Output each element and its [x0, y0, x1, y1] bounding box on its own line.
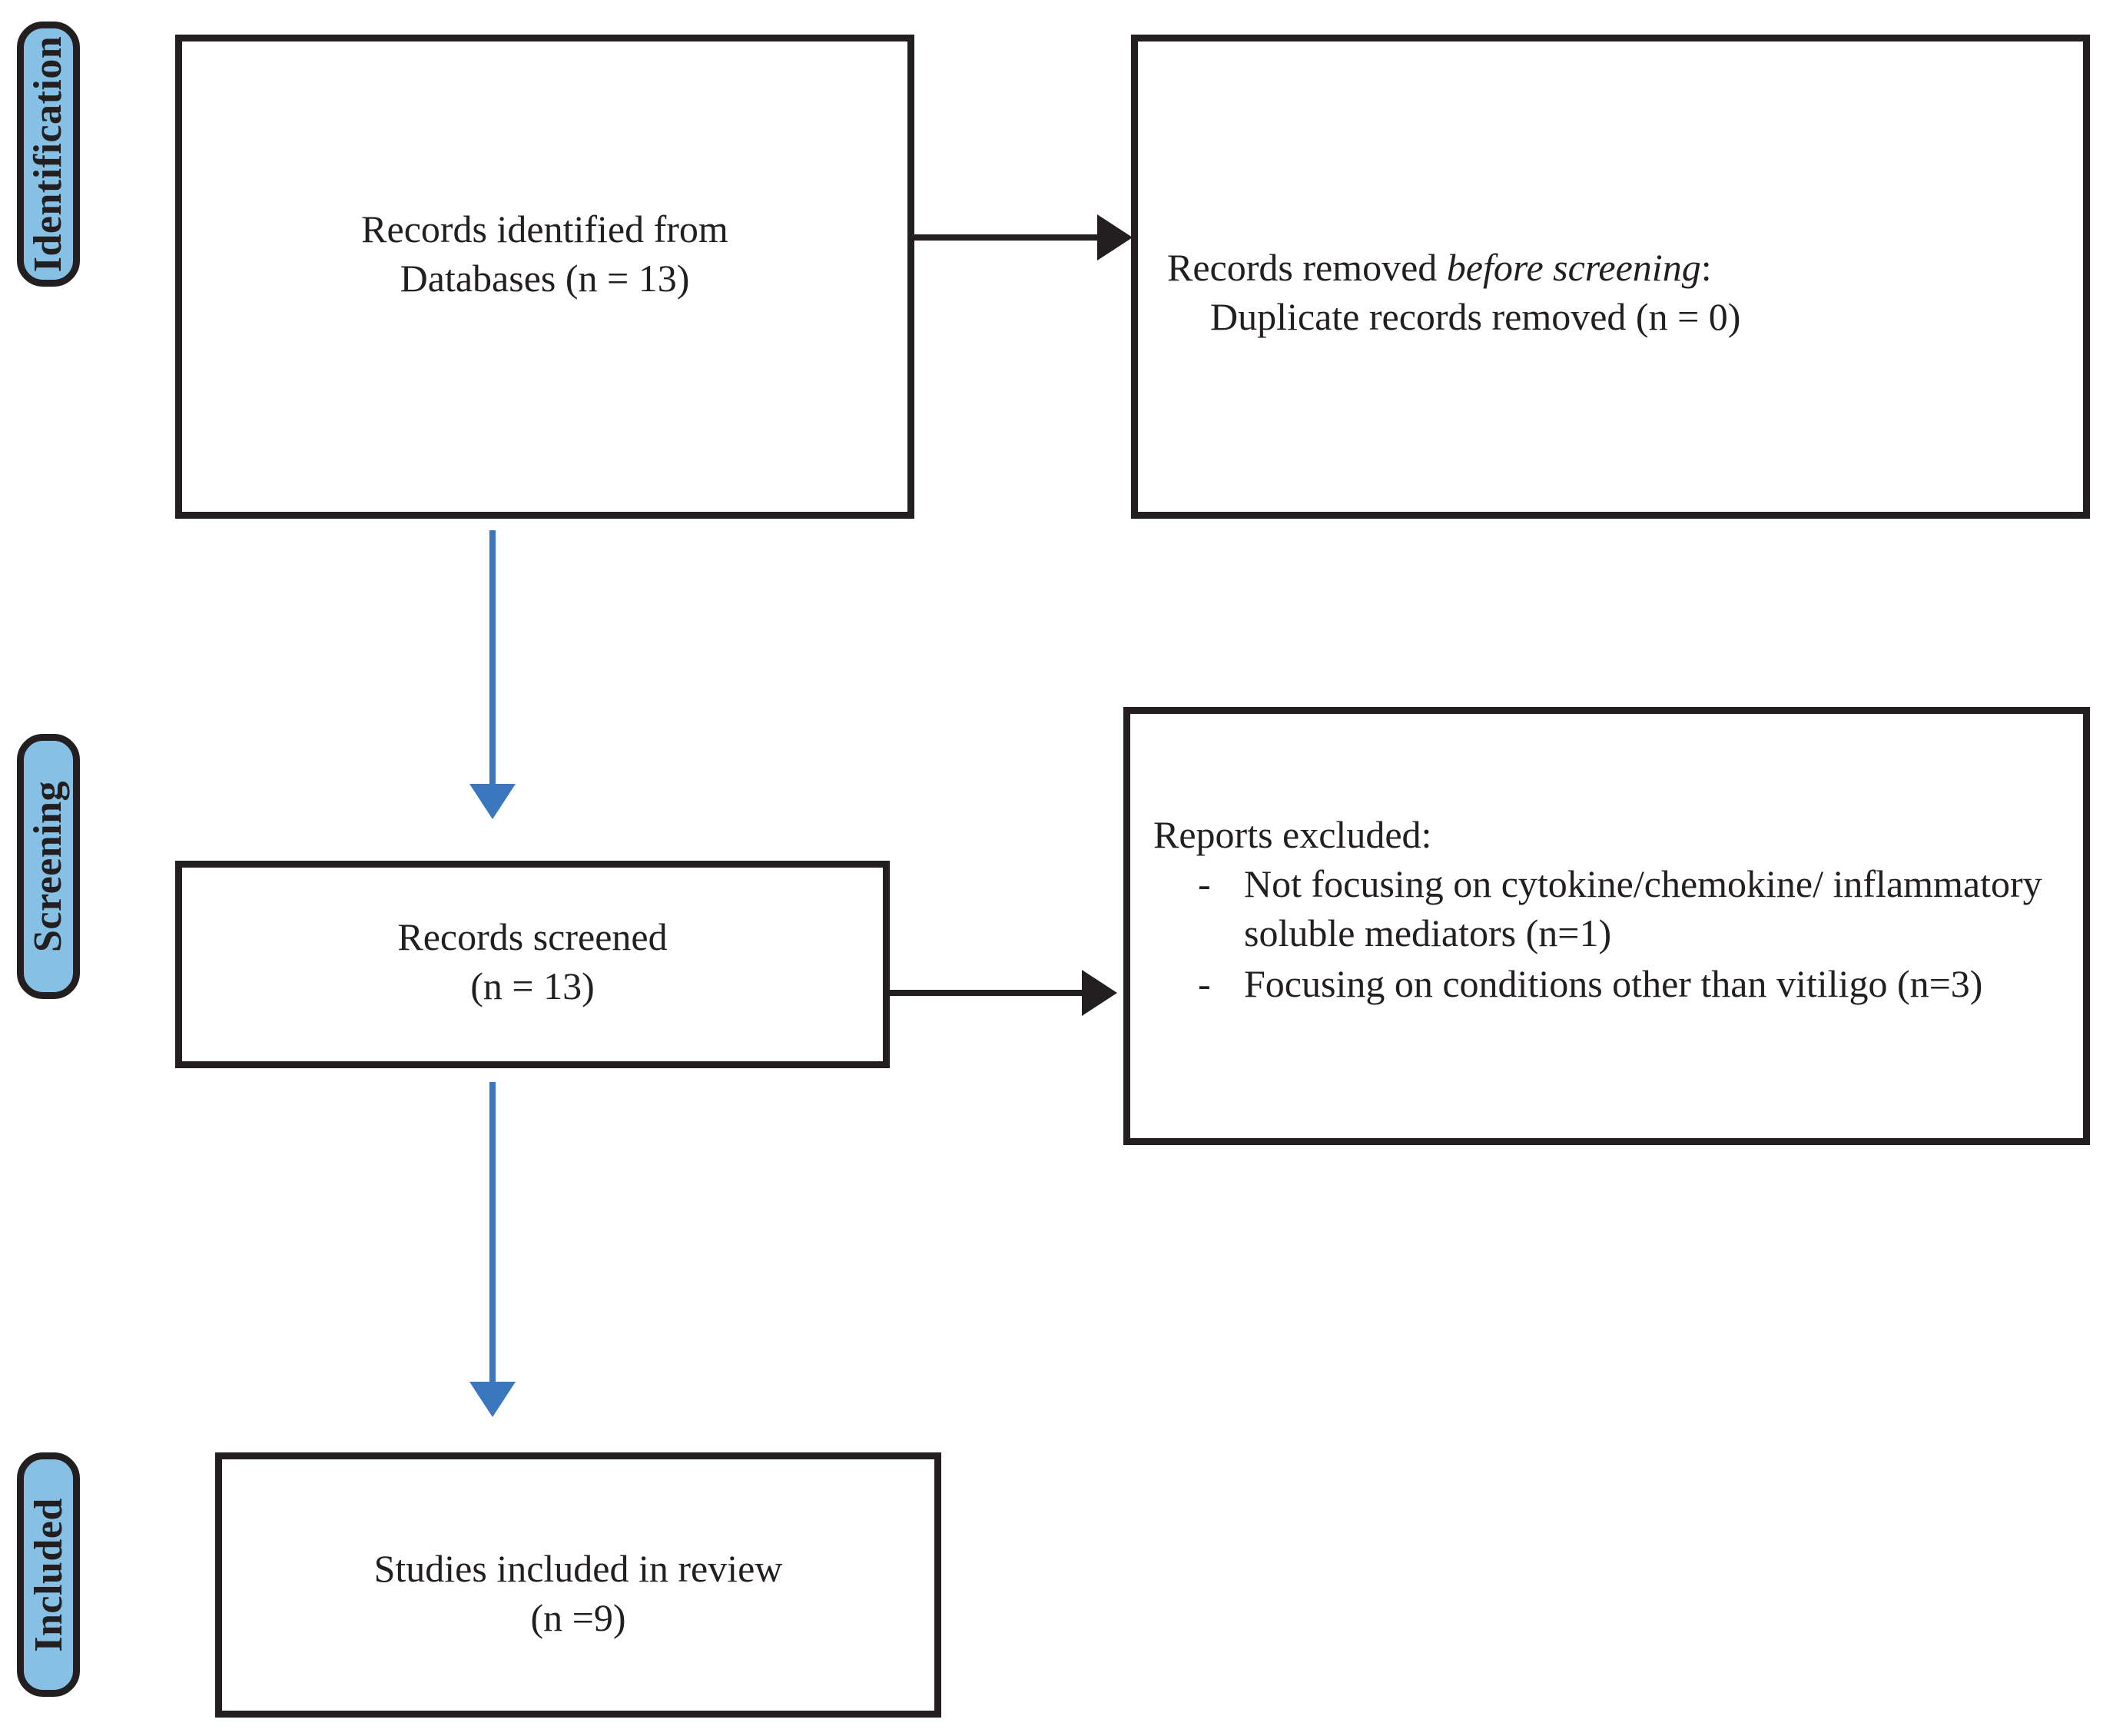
arrow-screened-to-excluded-line: [890, 990, 1083, 996]
arrow-screened-to-included-line: [489, 1082, 496, 1386]
stage-tab-identification: Identification: [17, 22, 80, 287]
reports-excluded-item: - Not focusing on cytokine/chemokine/ in…: [1198, 859, 2060, 958]
arrow-identified-to-removed-riser: [914, 234, 920, 241]
reports-excluded-item: - Focusing on conditions other than viti…: [1198, 959, 2060, 1008]
arrow-identified-to-removed-head: [1097, 214, 1133, 261]
box-records-screened: Records screened (n = 13): [175, 861, 890, 1068]
arrow-identified-to-screened-line: [489, 530, 496, 788]
records-removed-line1: Records removed before screening:: [1167, 243, 2054, 292]
reports-excluded-list: - Not focusing on cytokine/chemokine/ in…: [1153, 859, 2060, 1008]
studies-included-line1: Studies included in review: [373, 1547, 783, 1590]
arrow-screened-to-included-head: [469, 1382, 516, 1417]
records-removed-line1-italic: before screening: [1446, 246, 1701, 289]
records-removed-line1-prefix: Records removed: [1167, 246, 1447, 289]
reports-excluded-heading: Reports excluded:: [1153, 813, 1432, 856]
stage-tab-screening-label: Screening: [26, 780, 71, 953]
records-screened-line2: (n = 13): [470, 964, 595, 1007]
studies-included-line2: (n =9): [530, 1596, 626, 1639]
reports-excluded-item-text: Focusing on conditions other than vitili…: [1244, 962, 1983, 1005]
box-reports-excluded: Reports excluded: - Not focusing on cyto…: [1123, 707, 2090, 1145]
stage-tab-identification-label: Identification: [26, 35, 71, 273]
arrow-identified-to-screened-head: [469, 784, 516, 819]
stage-tab-screening: Screening: [17, 734, 80, 999]
box-records-removed: Records removed before screening: Duplic…: [1131, 35, 2090, 519]
records-removed-line1-suffix: :: [1700, 246, 1712, 289]
reports-excluded-item-text: Not focusing on cytokine/chemokine/ infl…: [1244, 862, 2042, 954]
box-records-identified: Records identified from Databases (n = 1…: [175, 35, 914, 519]
arrow-identified-to-removed-line: [914, 234, 1099, 241]
dash-bullet-icon: -: [1198, 962, 1211, 1005]
stage-tab-included: Included: [17, 1452, 80, 1697]
records-screened-line1: Records screened: [397, 915, 668, 958]
records-identified-line1: Records identified from: [361, 207, 728, 251]
records-identified-line2: Databases (n = 13): [400, 257, 690, 300]
arrow-screened-to-excluded-head: [1082, 970, 1117, 1016]
box-studies-included: Studies included in review (n =9): [215, 1452, 941, 1718]
stage-tab-included-label: Included: [26, 1497, 71, 1652]
dash-bullet-icon: -: [1198, 862, 1211, 905]
records-removed-line2: Duplicate records removed (n = 0): [1210, 295, 1741, 338]
